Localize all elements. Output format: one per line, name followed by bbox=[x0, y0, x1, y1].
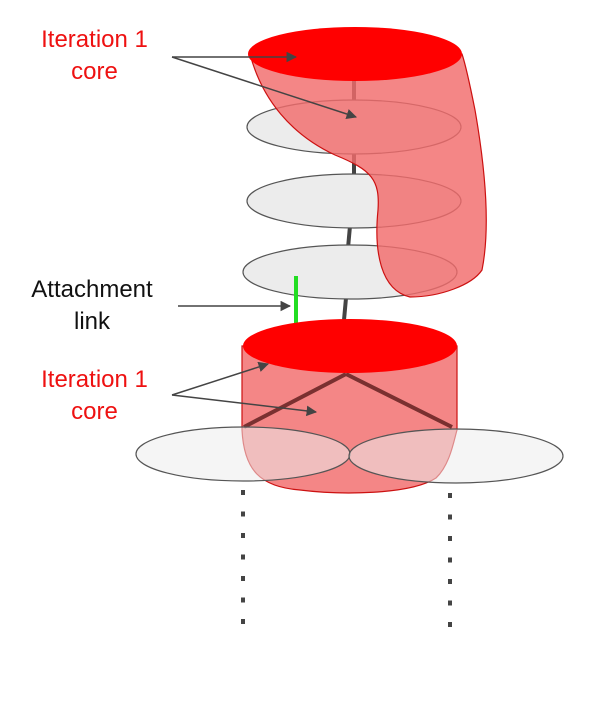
fork-line-left bbox=[243, 372, 347, 429]
label-bottom-core-line2: core bbox=[71, 398, 118, 425]
continuation-dot bbox=[448, 536, 452, 541]
callout-arrow-bottom-2 bbox=[171, 394, 318, 417]
label-attachment-line2: link bbox=[73, 308, 110, 335]
continuation-dot bbox=[448, 600, 452, 606]
callout-arrow-top-2 bbox=[171, 56, 357, 120]
continuation-dot bbox=[241, 533, 245, 538]
continuation-dots-right bbox=[448, 493, 452, 627]
callout-arrow-bottom-1 bbox=[171, 361, 269, 396]
label-top-core-line2: core bbox=[71, 58, 118, 85]
label-bottom-core-line1: Iteration 1 bbox=[41, 366, 148, 393]
continuation-dot bbox=[241, 554, 245, 560]
continuation-dot bbox=[241, 597, 245, 603]
lower-core-cap bbox=[243, 319, 457, 373]
continuation-dot bbox=[448, 622, 452, 627]
base-disk-right bbox=[348, 428, 564, 484]
continuation-dot bbox=[241, 511, 245, 517]
label-bottom-core: Iteration 1 core bbox=[22, 364, 167, 428]
base-disk-left bbox=[135, 426, 351, 482]
continuation-dot bbox=[241, 619, 245, 624]
label-top-core-line1: Iteration 1 bbox=[41, 26, 148, 53]
label-top-core: Iteration 1 core bbox=[22, 24, 167, 88]
label-attachment-link: Attachment link bbox=[12, 274, 172, 338]
upper-core-cap bbox=[248, 27, 462, 81]
continuation-dots-left bbox=[241, 490, 245, 624]
continuation-dot bbox=[448, 514, 452, 520]
upper-axis bbox=[342, 297, 348, 321]
fork-line-right bbox=[345, 372, 453, 429]
continuation-dot bbox=[448, 557, 452, 563]
label-attachment-line1: Attachment bbox=[31, 276, 153, 303]
upper-core-body bbox=[249, 53, 487, 298]
continuation-dot bbox=[448, 579, 452, 584]
continuation-dot bbox=[241, 576, 245, 581]
upper-axis bbox=[346, 225, 352, 249]
continuation-dot bbox=[241, 490, 245, 495]
continuation-dot bbox=[448, 493, 452, 498]
